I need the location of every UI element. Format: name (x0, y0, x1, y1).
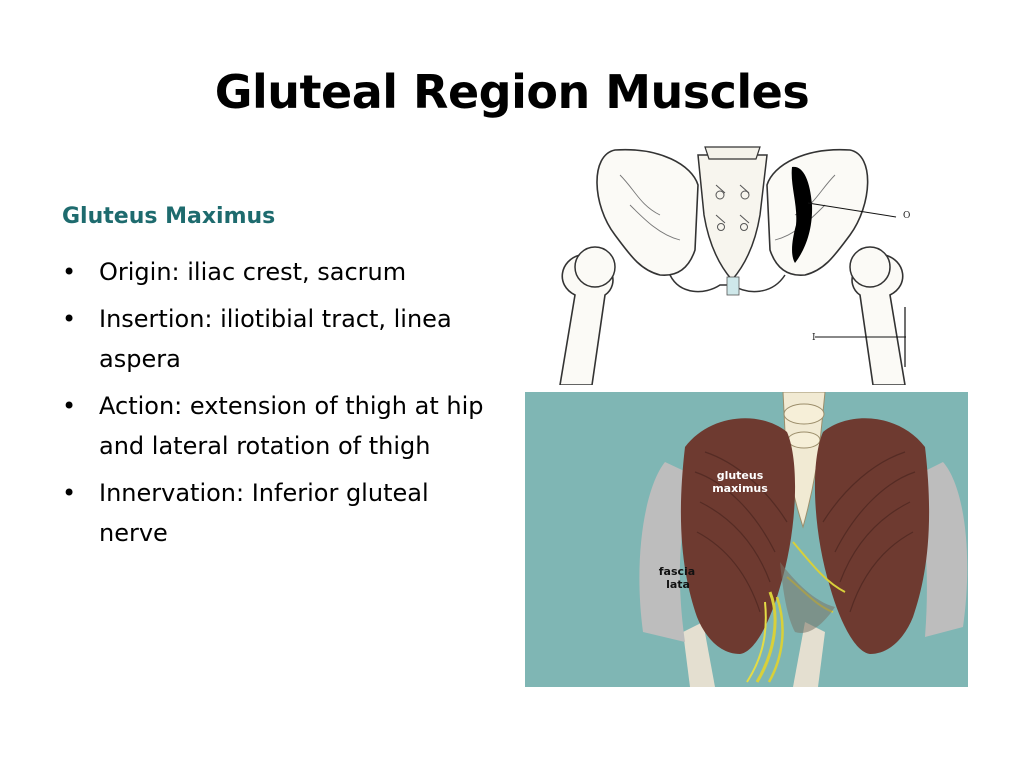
pelvis-drawing (520, 145, 940, 385)
bullet-list: • Origin: iliac crest, sacrum • Insertio… (62, 252, 502, 560)
bullet-text: Innervation: Inferior gluteal nerve (99, 479, 429, 547)
bullet-dot: • (62, 258, 77, 286)
bullet-dot: • (62, 479, 77, 507)
origin-letter: O (903, 211, 911, 221)
bullet-dot: • (62, 305, 77, 333)
bullet-item-origin: • Origin: iliac crest, sacrum (62, 252, 502, 292)
bullet-item-insertion: • Insertion: iliotibial tract, linea asp… (62, 299, 502, 379)
fascia-lata-label-line1: fascia (658, 565, 696, 578)
bullet-text: Action: extension of thigh at hip and la… (99, 392, 484, 460)
slide-title: Gluteal Region Muscles (214, 65, 810, 119)
bullet-text: Insertion: iliotibial tract, linea asper… (99, 305, 452, 373)
fascia-lata-label-line2: lata (666, 578, 690, 591)
bullet-item-innervation: • Innervation: Inferior gluteal nerve (62, 473, 502, 553)
pelvis-diagram: O I (520, 145, 940, 385)
bullet-text: Origin: iliac crest, sacrum (99, 258, 407, 286)
insertion-letter: I (812, 333, 816, 343)
gluteus-maximus-image: gluteus maximus fascia lata (525, 392, 968, 687)
gluteus-maximus-label-line1: gluteus (716, 469, 764, 482)
subheading: Gluteus Maximus (62, 204, 276, 229)
bullet-dot: • (62, 392, 77, 420)
gluteus-maximus-label-line2: maximus (712, 482, 768, 495)
muscle-illustration (525, 392, 968, 687)
bullet-item-action: • Action: extension of thigh at hip and … (62, 386, 502, 466)
